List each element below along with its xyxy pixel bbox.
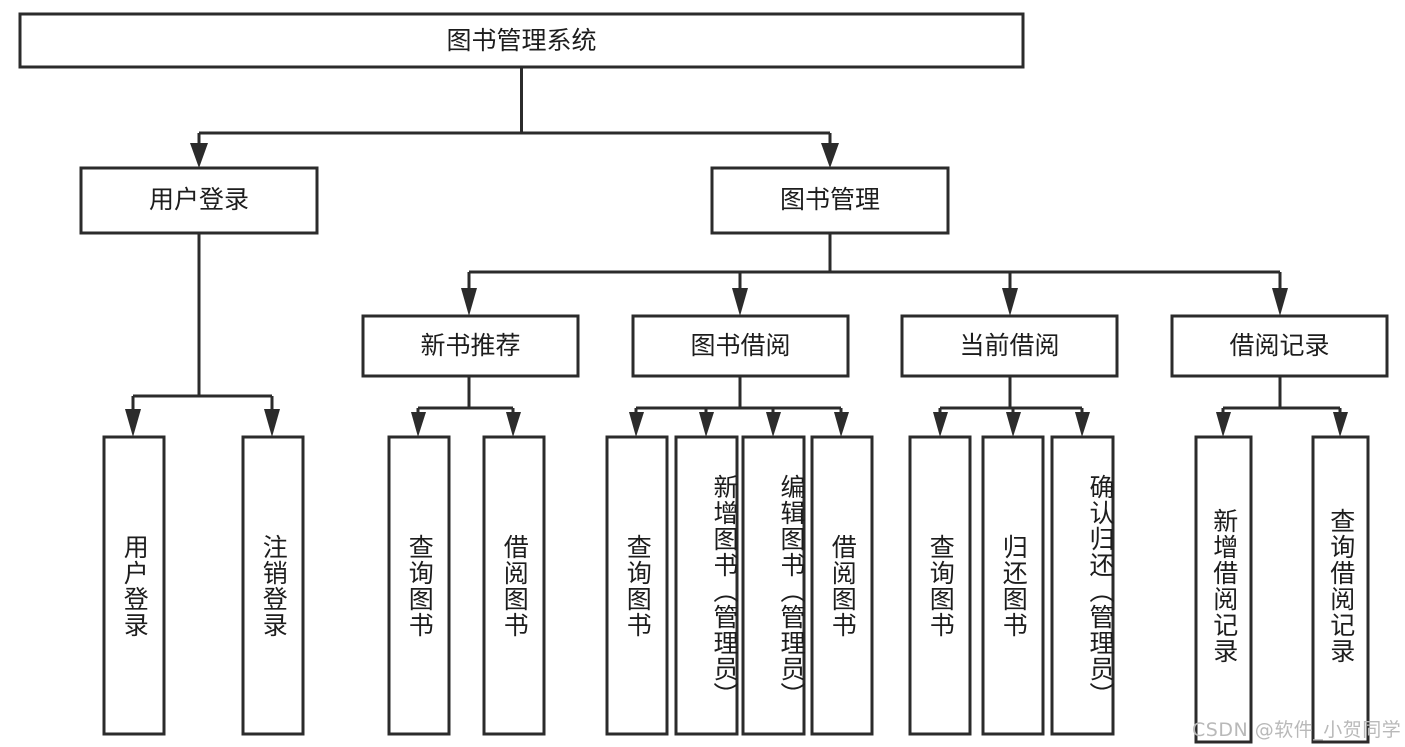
- node-box-root[interactable]: [18, 12, 1025, 69]
- node-label-book-manage: 图书管理: [780, 185, 880, 214]
- node-box-new-book-rec[interactable]: [361, 314, 580, 378]
- node-box-leaf-user-login[interactable]: [102, 435, 166, 736]
- arrowhead-book-manage: [821, 143, 839, 168]
- node-label-new-book-rec: 新书推荐: [420, 331, 520, 360]
- arrowhead-leaf-borrow-book-2: [834, 412, 849, 437]
- node-label-current-borrow: 当前借阅: [959, 331, 1059, 360]
- node-box-leaf-confirm-return[interactable]: [1050, 435, 1115, 736]
- arrowhead-leaf-add-record: [1216, 412, 1231, 437]
- node-box-borrow-record[interactable]: [1170, 314, 1389, 378]
- node-box-leaf-query-book-2[interactable]: [605, 435, 669, 736]
- csdn-watermark: CSDN @软件_小贺同学: [1192, 719, 1402, 741]
- arrowhead-leaf-return-book: [1006, 412, 1021, 437]
- node-box-leaf-query-record[interactable]: [1311, 435, 1370, 744]
- node-box-user-login[interactable]: [79, 166, 319, 235]
- node-group: 图书管理系统 用户登录 图书管理 新书推荐 图书借阅 当前借阅 借阅记录: [18, 12, 1389, 744]
- arrowhead-leaf-query-book-1: [411, 412, 426, 437]
- node-box-leaf-borrow-book-2[interactable]: [810, 435, 874, 736]
- node-label-borrow-record: 借阅记录: [1229, 331, 1329, 360]
- arrowhead-leaf-query-book-3: [933, 412, 948, 437]
- node-box-book-manage[interactable]: [710, 166, 950, 235]
- arrowhead-leaf-edit-book: [766, 412, 781, 437]
- arrowhead-leaf-query-record: [1333, 412, 1348, 437]
- node-box-leaf-edit-book[interactable]: [741, 435, 806, 736]
- arrowhead-leaf-user-login: [125, 409, 141, 437]
- node-box-book-borrow[interactable]: [631, 314, 850, 378]
- node-label-user-login: 用户登录: [149, 185, 249, 214]
- node-label-book-borrow: 图书借阅: [690, 331, 790, 360]
- arrowhead-leaf-query-book-2: [629, 412, 644, 437]
- arrowhead-borrow-record: [1272, 288, 1288, 316]
- arrowhead-leaf-borrow-book-1: [506, 412, 521, 437]
- connector-group: [125, 67, 1348, 437]
- arrowhead-book-borrow: [732, 288, 748, 316]
- node-box-leaf-return-book[interactable]: [981, 435, 1045, 736]
- node-box-leaf-add-book[interactable]: [674, 435, 739, 736]
- arrowhead-current-borrow: [1002, 288, 1018, 316]
- node-label-root: 图书管理系统: [446, 26, 596, 55]
- arrowhead-leaf-confirm-return: [1075, 412, 1090, 437]
- arrowhead-leaf-add-book: [699, 412, 714, 437]
- node-box-current-borrow[interactable]: [900, 314, 1119, 378]
- node-box-leaf-query-book-3[interactable]: [908, 435, 972, 736]
- node-box-leaf-user-logout[interactable]: [241, 435, 305, 736]
- node-box-leaf-borrow-book-1[interactable]: [482, 435, 546, 736]
- node-box-leaf-query-book-1[interactable]: [387, 435, 451, 736]
- arrowhead-new-book-rec: [461, 288, 477, 316]
- arrowhead-leaf-user-logout: [264, 409, 280, 437]
- arrowhead-user-login: [190, 143, 208, 168]
- node-box-leaf-add-record[interactable]: [1194, 435, 1253, 744]
